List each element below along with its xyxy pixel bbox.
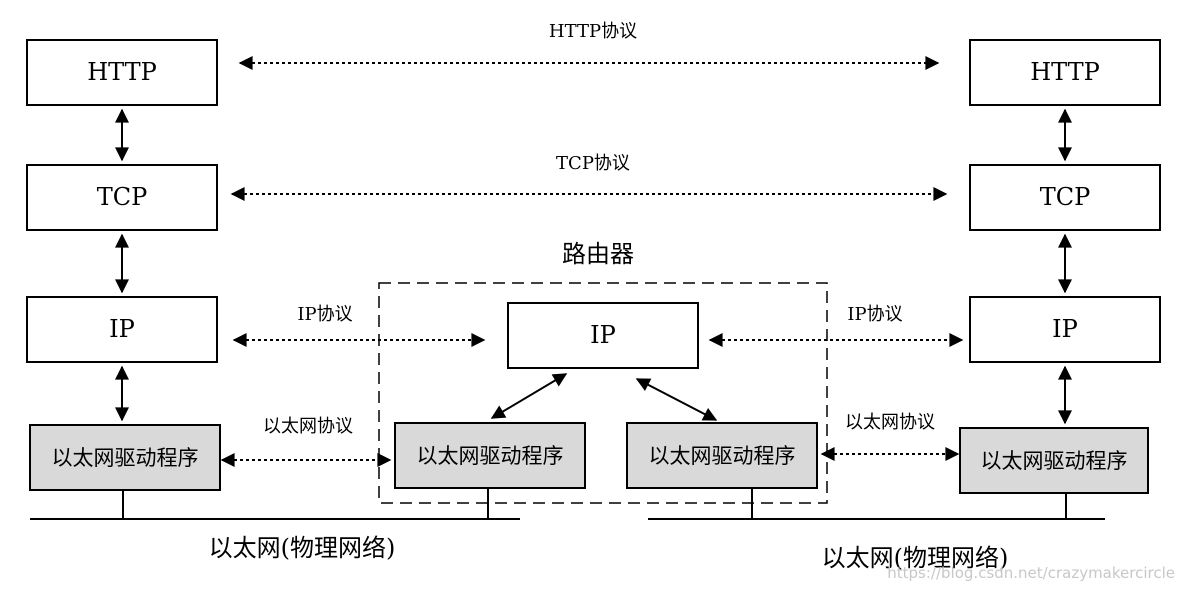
left-http-label: HTTP [87, 58, 157, 86]
router-ip-label: IP [590, 321, 616, 349]
right-network-label: 以太网(物理网络) [822, 544, 1009, 572]
right-ip-label: IP [1052, 315, 1078, 343]
protocol-links: HTTP协议 TCP协议 IP协议 IP协议 以太网协议 以太网协议 [220, 21, 964, 467]
router-driver-left-box [394, 422, 586, 489]
left-driver-box [29, 424, 221, 491]
router-internals: IP 以太网驱动程序 以太网驱动程序 [394, 302, 818, 489]
left-ip-box [26, 296, 218, 363]
router-driver-right-label: 以太网驱动程序 [649, 444, 796, 468]
right-driver-label: 以太网驱动程序 [981, 449, 1128, 473]
ip-protocol-right-label: IP协议 [847, 304, 902, 325]
right-stack: HTTP TCP IP 以太网驱动程序 [959, 39, 1161, 494]
router-driver-left-label: 以太网驱动程序 [417, 444, 564, 468]
router-ip-driver-right-arrow [635, 378, 718, 421]
right-tcp-box [969, 164, 1161, 231]
left-stack: HTTP TCP IP 以太网驱动程序 [26, 39, 221, 491]
router-driver-right-box [626, 422, 818, 489]
router-boundary [378, 282, 828, 504]
left-network-label: 以太网(物理网络) [209, 534, 396, 562]
left-http-box [26, 39, 218, 106]
right-http-label: HTTP [1030, 58, 1100, 86]
right-http-box [969, 39, 1161, 106]
right-ip-box [969, 296, 1161, 363]
router-title: 路由器 [562, 240, 634, 268]
http-protocol-label: HTTP协议 [549, 21, 637, 42]
right-tcp-label: TCP [1040, 183, 1091, 211]
physical-networks: 以太网(物理网络) 以太网(物理网络) [30, 488, 1105, 572]
watermark: https://blog.csdn.net/crazymakercircle [887, 564, 1175, 582]
router-ip-driver-left-arrow [490, 373, 568, 419]
router-ip-box [507, 302, 699, 369]
ethernet-protocol-right-label: 以太网协议 [845, 412, 935, 433]
tcp-protocol-label: TCP协议 [556, 153, 630, 174]
left-driver-label: 以太网驱动程序 [52, 446, 199, 470]
left-ip-label: IP [109, 315, 135, 343]
left-tcp-box [26, 164, 218, 231]
ethernet-protocol-left-label: 以太网协议 [263, 416, 353, 437]
left-tcp-label: TCP [97, 183, 148, 211]
ip-protocol-left-label: IP协议 [297, 304, 352, 325]
right-driver-box [959, 427, 1149, 494]
